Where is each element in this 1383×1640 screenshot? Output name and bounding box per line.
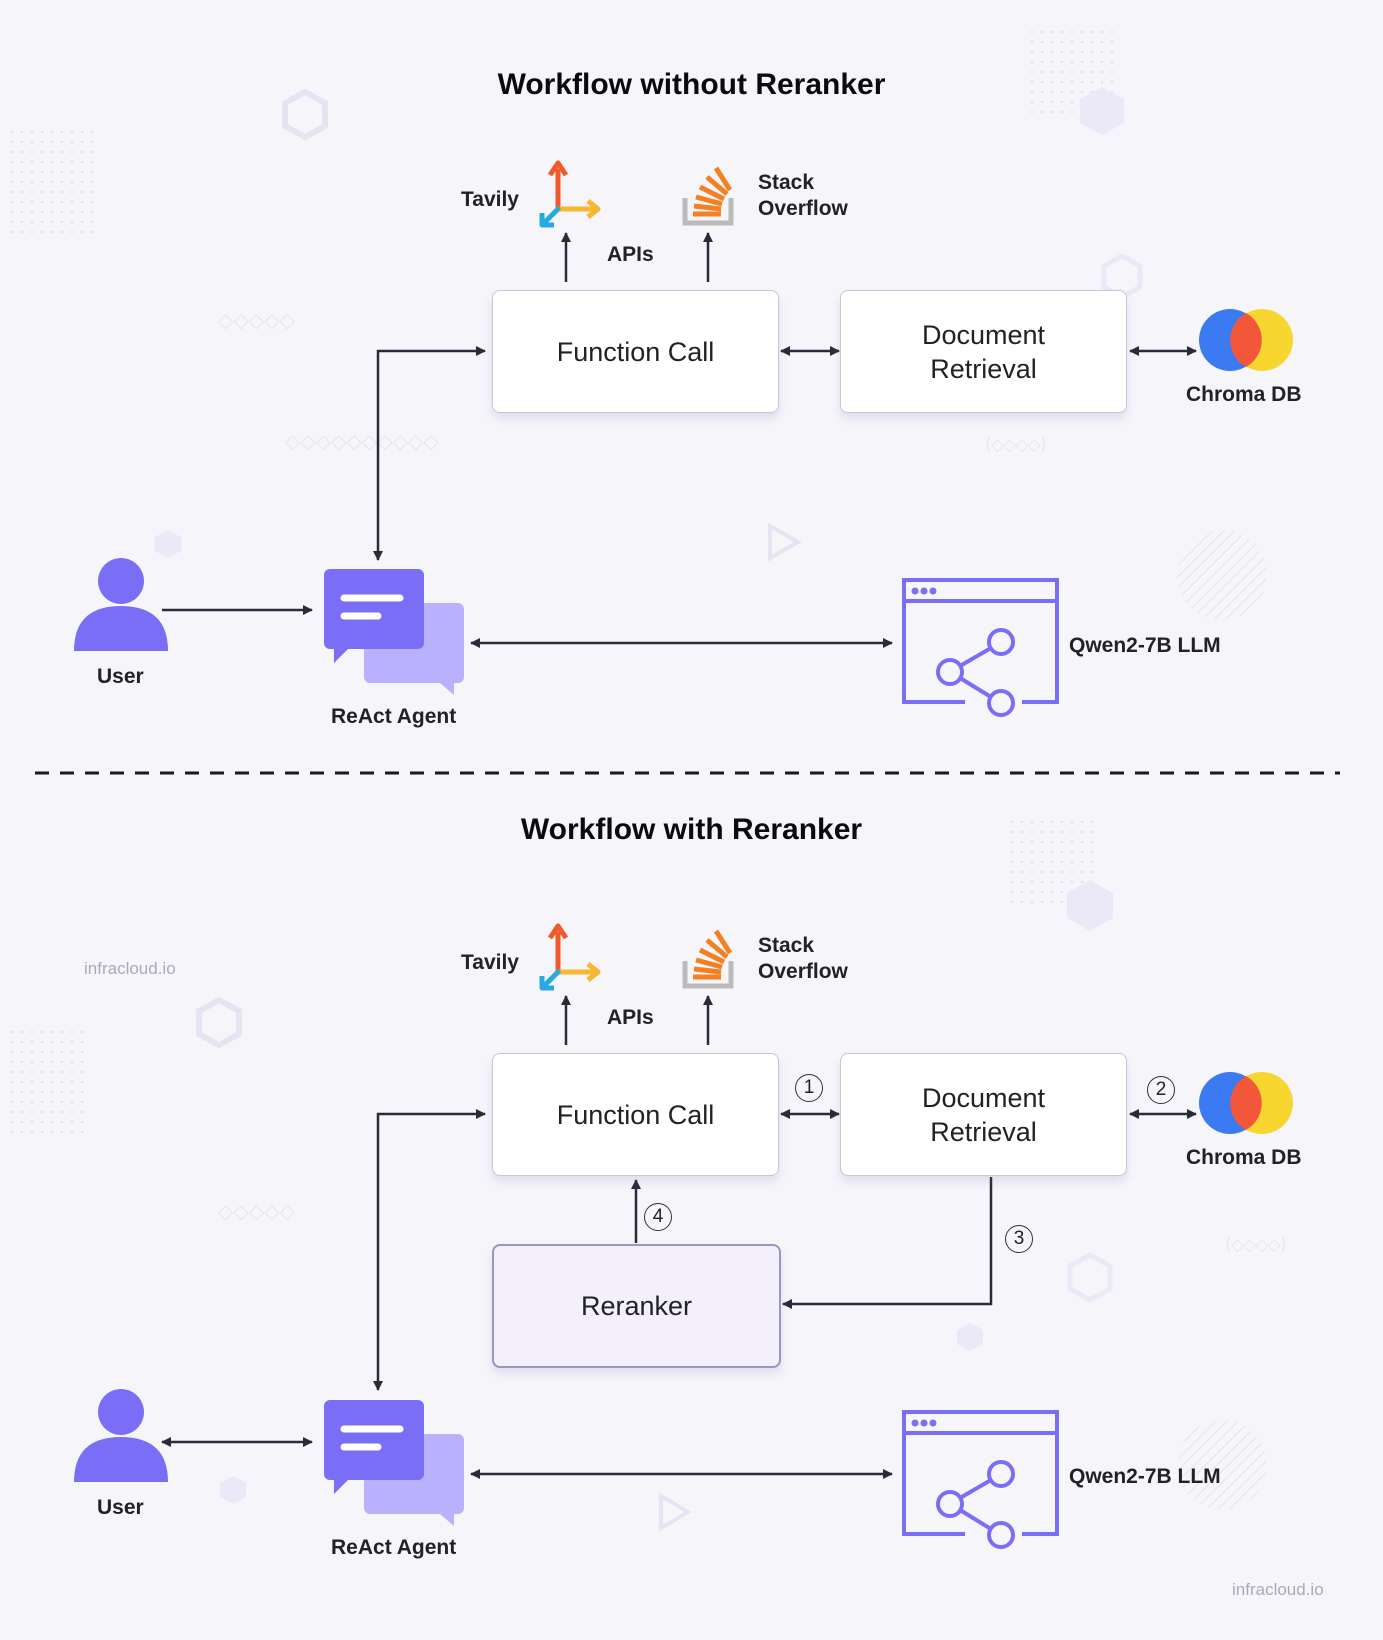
user-label: User: [97, 665, 144, 688]
top-section-title: Workflow without Reranker: [497, 68, 886, 101]
llm-label: Qwen2-7B LLM: [1069, 634, 1221, 657]
llm-window-share-icon: [902, 578, 1059, 717]
stack-overflow-label-line1: Stack: [758, 934, 815, 957]
chat-bubbles-icon: [324, 1400, 464, 1526]
document-retrieval-box: Document Retrieval: [840, 1053, 1127, 1176]
chroma-db-logo-icon: [1199, 1072, 1293, 1134]
document-retrieval-box: Document Retrieval: [840, 290, 1127, 413]
svg-text:⟨◇◇◇◇⟩: ⟨◇◇◇◇⟩: [1225, 1235, 1287, 1254]
user-icon: [74, 1389, 168, 1482]
svg-text:⟨◇◇◇◇⟩: ⟨◇◇◇◇⟩: [985, 435, 1047, 454]
function-call-label: Function Call: [556, 1099, 715, 1130]
llm-window-share-icon: [902, 1410, 1059, 1549]
user-label: User: [97, 1496, 144, 1519]
user-icon: [74, 558, 168, 651]
stack-overflow-label-line2: Overflow: [758, 197, 848, 220]
step-number-2: 2: [1147, 1076, 1175, 1104]
bottom-arrows: [161, 995, 1197, 1479]
react-agent-label: ReAct Agent: [331, 1536, 457, 1559]
stackoverflow-logo-icon: [682, 166, 734, 226]
tavily-logo-icon: [539, 160, 601, 228]
bottom-section-title: Workflow with Reranker: [520, 813, 863, 846]
svg-text:◇◇◇◇◇◇◇◇◇◇: ◇◇◇◇◇◇◇◇◇◇: [285, 429, 439, 453]
function-call-box: Function Call: [492, 290, 779, 413]
tavily-label: Tavily: [461, 951, 519, 974]
apis-label: APIs: [607, 1006, 654, 1029]
document-retrieval-label-line2: Retrieval: [930, 1116, 1037, 1147]
top-arrows: [162, 232, 1197, 648]
stack-overflow-label: Stack Overflow: [758, 933, 848, 985]
tavily-label: Tavily: [461, 188, 519, 211]
chroma-db-logo-icon: [1199, 309, 1293, 371]
step-number-1: 1: [795, 1074, 823, 1102]
step-number-4: 4: [644, 1203, 672, 1231]
chroma-db-label: Chroma DB: [1186, 1146, 1302, 1169]
stack-overflow-label-line2: Overflow: [758, 960, 848, 983]
stackoverflow-logo-icon: [682, 929, 734, 989]
document-retrieval-label-line2: Retrieval: [930, 353, 1037, 384]
step-number-3: 3: [1005, 1225, 1033, 1253]
reranker-label: Reranker: [580, 1291, 693, 1321]
function-call-box: Function Call: [492, 1053, 779, 1176]
tavily-logo-icon: [539, 923, 601, 991]
watermark-text: infracloud.io: [84, 959, 176, 978]
stack-overflow-label: Stack Overflow: [758, 170, 848, 222]
document-retrieval-label-line1: Document: [921, 319, 1046, 350]
function-call-label: Function Call: [556, 336, 715, 367]
react-agent-label: ReAct Agent: [331, 705, 457, 728]
document-retrieval-label-line1: Document: [921, 1082, 1046, 1113]
llm-label: Qwen2-7B LLM: [1069, 1465, 1221, 1488]
chat-bubbles-icon: [324, 569, 464, 695]
watermark-text: infracloud.io: [1232, 1580, 1324, 1599]
svg-text:◇◇◇◇◇: ◇◇◇◇◇: [218, 308, 296, 332]
svg-text:◇◇◇◇◇: ◇◇◇◇◇: [218, 1199, 296, 1223]
apis-label: APIs: [607, 243, 654, 266]
chroma-db-label: Chroma DB: [1186, 383, 1302, 406]
background-decorations: ◇◇◇◇◇ ◇◇◇◇◇◇◇◇◇◇ ⟨◇◇◇◇⟩ ◇◇◇◇◇ ⟨◇◇◇◇⟩: [10, 30, 1287, 1532]
reranker-box: Reranker: [492, 1244, 781, 1368]
stack-overflow-label-line1: Stack: [758, 171, 815, 194]
